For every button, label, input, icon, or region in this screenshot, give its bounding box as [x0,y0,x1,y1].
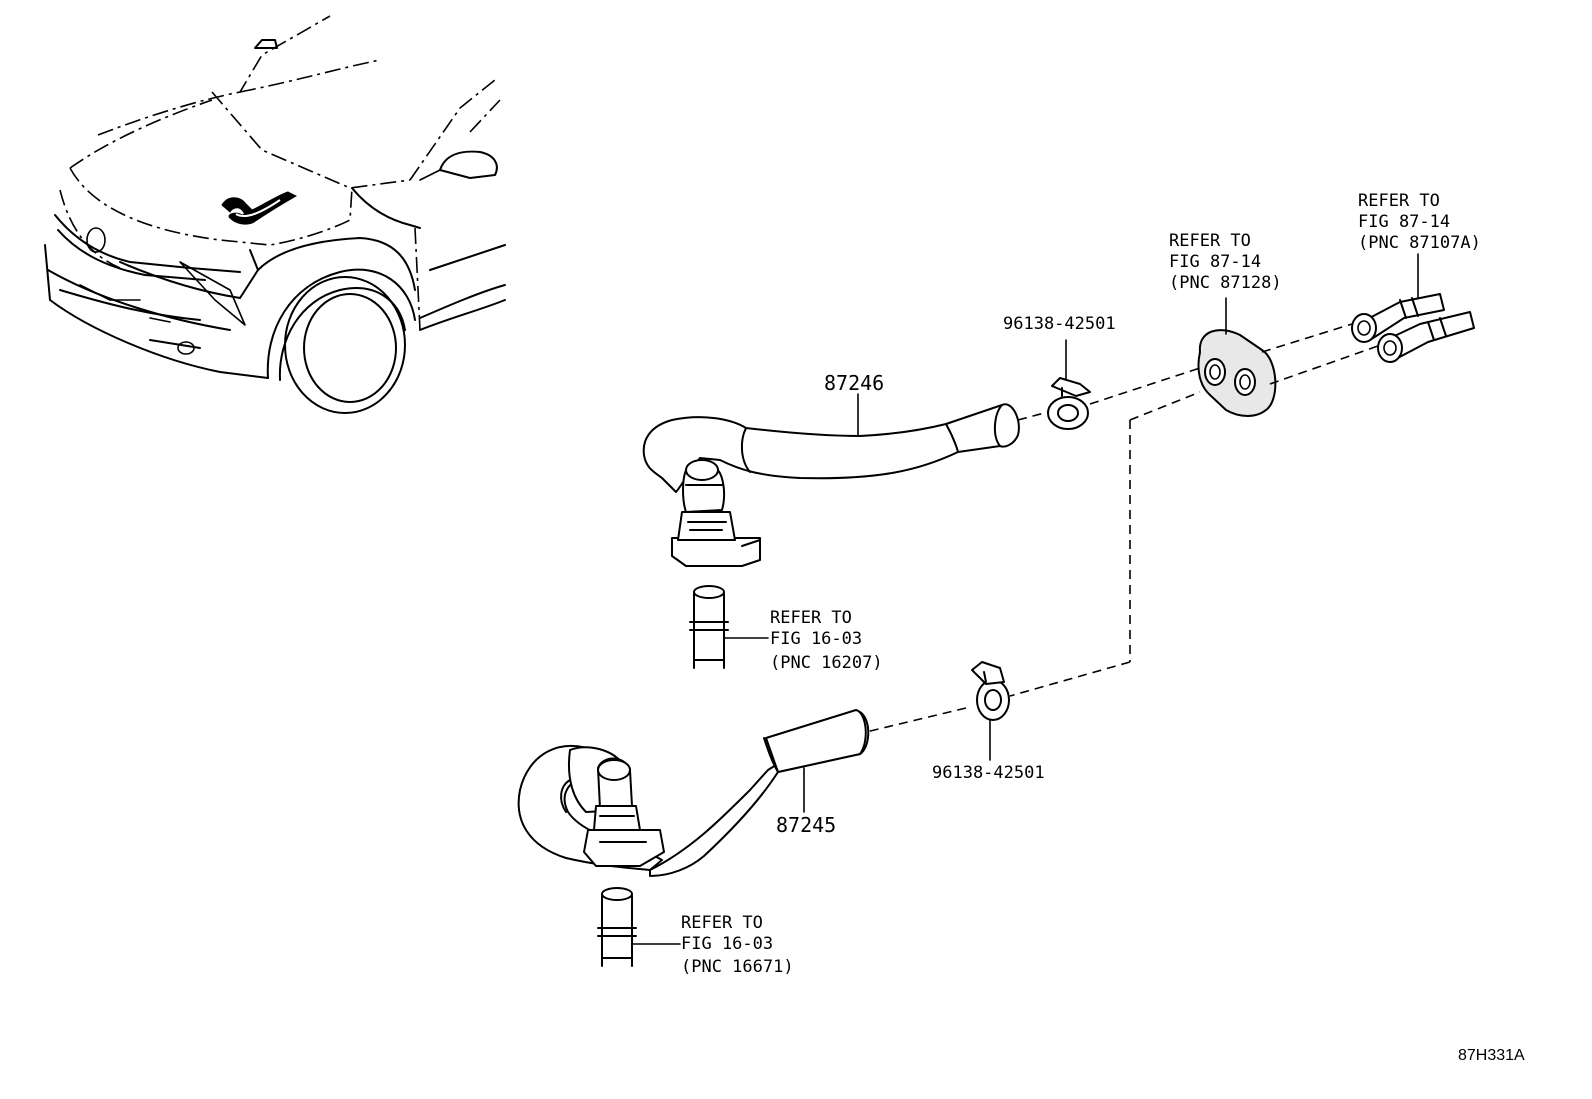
ref-16207-line2: FIG 16-03 [770,629,862,649]
part-labels: 87246 87245 96138-42501 96138-42501 [776,314,1116,837]
ref-16671-line1: REFER TO [681,913,763,933]
vehicle-locator-illustration [44,15,506,414]
routing-lines [865,323,1379,733]
ref-87107a-line2: FIG 87-14 [1358,212,1450,232]
ref-16671-line2: FIG 16-03 [681,934,773,954]
hose-87245[interactable] [517,709,870,967]
part-label-clamp-lower: 96138-42501 [932,763,1045,783]
part-label-clamp-upper: 96138-42501 [1003,314,1116,334]
grommet-87128 [1197,297,1277,417]
ref-87128-line1: REFER TO [1169,231,1251,251]
hose-87246[interactable] [642,393,1020,669]
ref-16671-line3: (PNC 16671) [681,957,794,977]
ref-16207-line1: REFER TO [770,608,852,628]
ref-87128-line3: (PNC 87128) [1169,273,1282,293]
part-label-87246: 87246 [824,371,884,395]
clamp-96138-42501-lower[interactable] [971,661,1010,761]
ref-87107a-line3: (PNC 87107A) [1358,233,1481,253]
reference-labels: REFER TO FIG 87-14 (PNC 87107A) REFER TO… [681,191,1481,977]
part-label-87245: 87245 [776,813,836,837]
nozzle-hoses-87107a [1351,253,1475,363]
clamp-96138-42501-upper[interactable] [1047,339,1091,430]
ref-16207-line3: (PNC 16207) [770,653,883,673]
reference-leaders [631,637,769,945]
ref-87107a-line1: REFER TO [1358,191,1440,211]
diagram-code: 87H331A [1458,1047,1525,1064]
ref-87128-line2: FIG 87-14 [1169,252,1261,272]
